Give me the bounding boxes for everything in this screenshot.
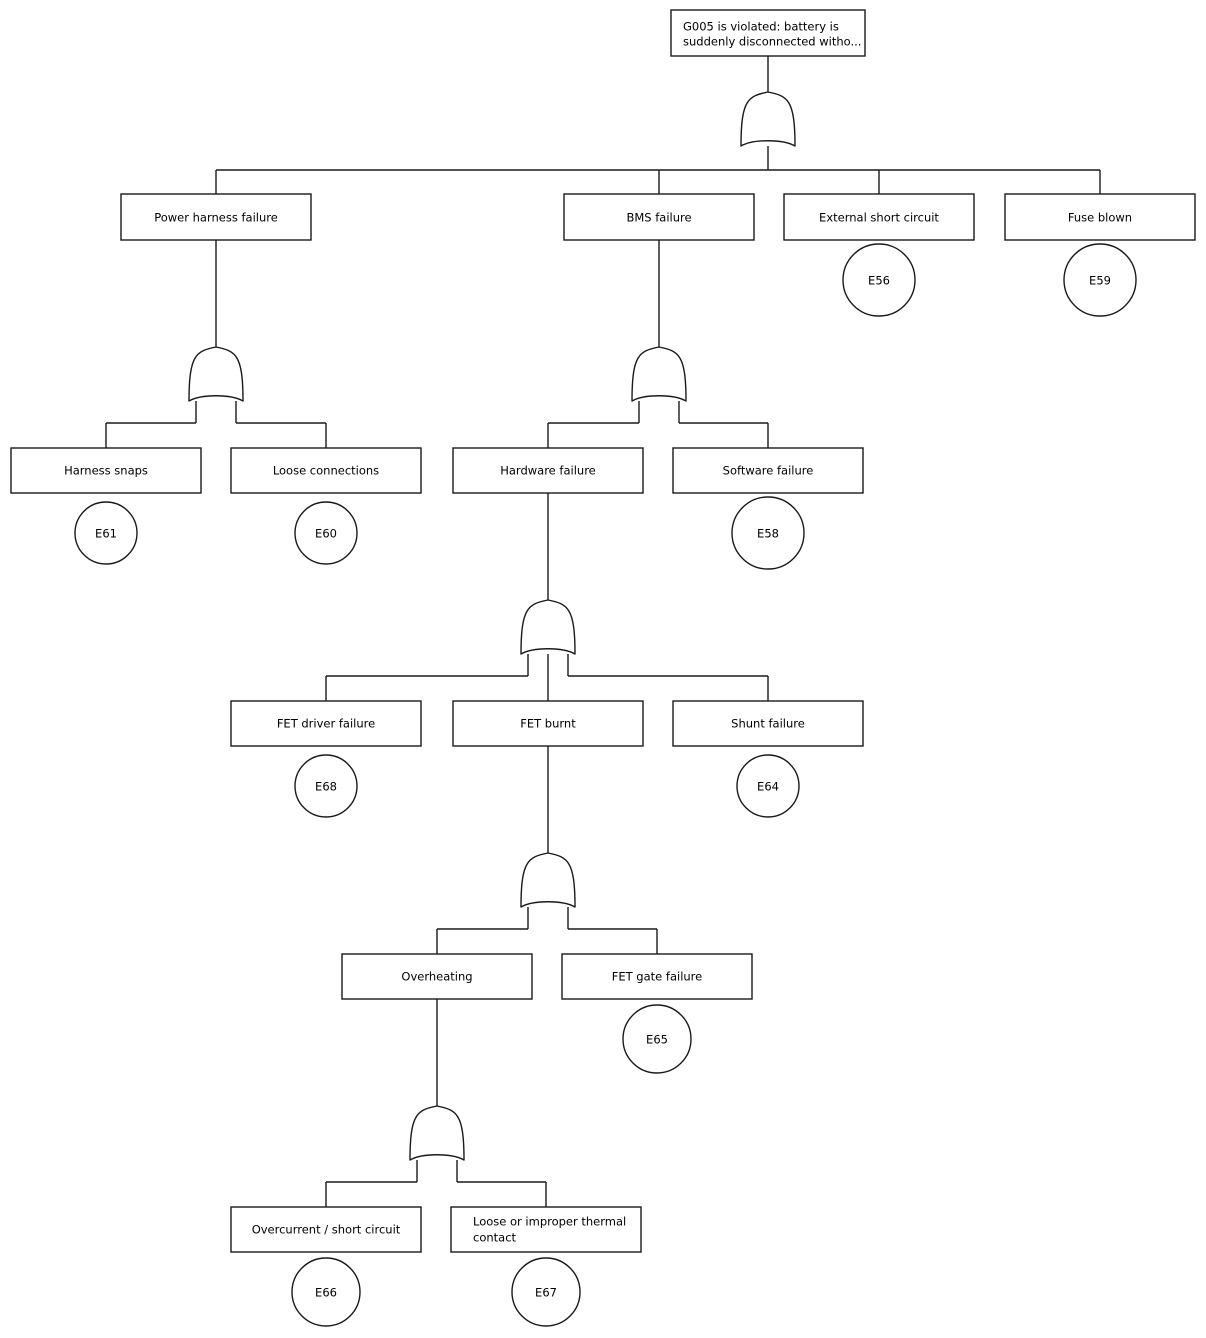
node-overcurrent-short-circuit[interactable]: Overcurrent / short circuit	[230, 1206, 422, 1253]
node-top-line1: G005 is violated: battery is	[683, 20, 839, 34]
node-power-harness-failure-box[interactable]	[120, 193, 312, 241]
event-e58-circle[interactable]	[731, 496, 805, 570]
node-overcurrent-short-circuit-label: Overcurrent / short circuit	[252, 1223, 401, 1237]
node-thermal-contact-box[interactable]	[450, 1206, 642, 1253]
node-hardware-failure-box[interactable]	[452, 447, 644, 494]
node-fuse-blown[interactable]: Fuse blown	[1004, 193, 1196, 241]
or-gate-power-harness	[188, 346, 244, 402]
node-thermal-contact-line2: contact	[473, 1231, 517, 1245]
node-overheating-label: Overheating	[401, 970, 472, 984]
node-bms-failure-label: BMS failure	[626, 211, 691, 225]
node-power-harness-failure-label: Power harness failure	[154, 211, 278, 225]
event-e56-label: E56	[868, 274, 890, 288]
or-gate-hardware	[520, 599, 576, 655]
event-e60[interactable]: E60	[294, 501, 358, 565]
event-e59-circle[interactable]	[1063, 243, 1137, 317]
event-e65[interactable]: E65	[622, 1004, 692, 1074]
or-gate-top	[740, 91, 796, 147]
event-e66-circle[interactable]	[291, 1257, 361, 1327]
or-gate-fet-burnt	[520, 852, 576, 908]
node-harness-snaps-label: Harness snaps	[64, 464, 148, 478]
node-bms-failure-box[interactable]	[563, 193, 755, 241]
event-e58[interactable]: E58	[731, 496, 805, 570]
node-top[interactable]: G005 is violated: battery is suddenly di…	[670, 9, 866, 57]
event-e61-label: E61	[95, 527, 117, 541]
node-power-harness-failure[interactable]: Power harness failure	[120, 193, 312, 241]
node-thermal-contact[interactable]: Loose or improper thermal contact	[450, 1206, 642, 1253]
event-e67[interactable]: E67	[511, 1257, 581, 1327]
node-external-short-circuit[interactable]: External short circuit	[783, 193, 975, 241]
node-software-failure-box[interactable]	[672, 447, 864, 494]
event-e61[interactable]: E61	[74, 501, 138, 565]
event-e65-circle[interactable]	[622, 1004, 692, 1074]
event-e67-circle[interactable]	[511, 1257, 581, 1327]
node-harness-snaps-box[interactable]	[10, 447, 202, 494]
node-thermal-contact-line1: Loose or improper thermal	[473, 1215, 626, 1229]
node-fet-gate-failure[interactable]: FET gate failure	[561, 953, 753, 1000]
node-software-failure[interactable]: Software failure	[672, 447, 864, 494]
node-software-failure-label: Software failure	[723, 464, 814, 478]
event-e60-circle[interactable]	[294, 501, 358, 565]
node-fet-burnt[interactable]: FET burnt	[452, 700, 644, 747]
node-overcurrent-short-circuit-box[interactable]	[230, 1206, 422, 1253]
node-fuse-blown-label: Fuse blown	[1068, 211, 1132, 225]
event-e68-circle[interactable]	[294, 754, 358, 818]
node-fet-gate-failure-box[interactable]	[561, 953, 753, 1000]
node-fet-burnt-label: FET burnt	[520, 717, 576, 731]
event-e60-label: E60	[315, 527, 337, 541]
node-fet-gate-failure-label: FET gate failure	[612, 970, 702, 984]
node-shunt-failure-box[interactable]	[672, 700, 864, 747]
node-loose-connections-label: Loose connections	[273, 464, 379, 478]
gate-layer	[188, 91, 796, 1161]
event-e56-circle[interactable]	[842, 243, 916, 317]
node-shunt-failure[interactable]: Shunt failure	[672, 700, 864, 747]
node-hardware-failure[interactable]: Hardware failure	[452, 447, 644, 494]
node-fet-driver-failure-box[interactable]	[230, 700, 422, 747]
or-gate-overheating	[409, 1105, 465, 1161]
node-hardware-failure-label: Hardware failure	[500, 464, 596, 478]
event-e58-label: E58	[757, 527, 779, 541]
event-e64-label: E64	[757, 780, 779, 794]
node-shunt-failure-label: Shunt failure	[731, 717, 805, 731]
node-top-line2: suddenly disconnected witho...	[683, 35, 861, 49]
node-external-short-circuit-label: External short circuit	[819, 211, 939, 225]
event-e59-label: E59	[1089, 274, 1111, 288]
event-e65-label: E65	[646, 1033, 668, 1047]
event-e67-label: E67	[535, 1286, 557, 1300]
node-external-short-circuit-box[interactable]	[783, 193, 975, 241]
node-loose-connections[interactable]: Loose connections	[230, 447, 422, 494]
event-e68-label: E68	[315, 780, 337, 794]
node-harness-snaps[interactable]: Harness snaps	[10, 447, 202, 494]
event-e64-circle[interactable]	[736, 754, 800, 818]
event-e59[interactable]: E59	[1063, 243, 1137, 317]
event-e64[interactable]: E64	[736, 754, 800, 818]
event-layer: E56 E59 E61 E60 E58 E68 E64 E65	[74, 243, 1137, 1327]
event-e66-label: E66	[315, 1286, 337, 1300]
node-overheating-box[interactable]	[341, 953, 533, 1000]
node-fuse-blown-box[interactable]	[1004, 193, 1196, 241]
node-loose-connections-box[interactable]	[230, 447, 422, 494]
node-top-box[interactable]	[670, 9, 866, 57]
event-e68[interactable]: E68	[294, 754, 358, 818]
event-e56[interactable]: E56	[842, 243, 916, 317]
connector-layer	[105, 56, 1101, 1207]
node-fet-driver-failure[interactable]: FET driver failure	[230, 700, 422, 747]
event-e66[interactable]: E66	[291, 1257, 361, 1327]
node-overheating[interactable]: Overheating	[341, 953, 533, 1000]
node-bms-failure[interactable]: BMS failure	[563, 193, 755, 241]
node-layer: G005 is violated: battery is suddenly di…	[10, 9, 1196, 1253]
node-fet-burnt-box[interactable]	[452, 700, 644, 747]
event-e61-circle[interactable]	[74, 501, 138, 565]
node-fet-driver-failure-label: FET driver failure	[277, 717, 375, 731]
or-gate-bms	[631, 346, 687, 402]
